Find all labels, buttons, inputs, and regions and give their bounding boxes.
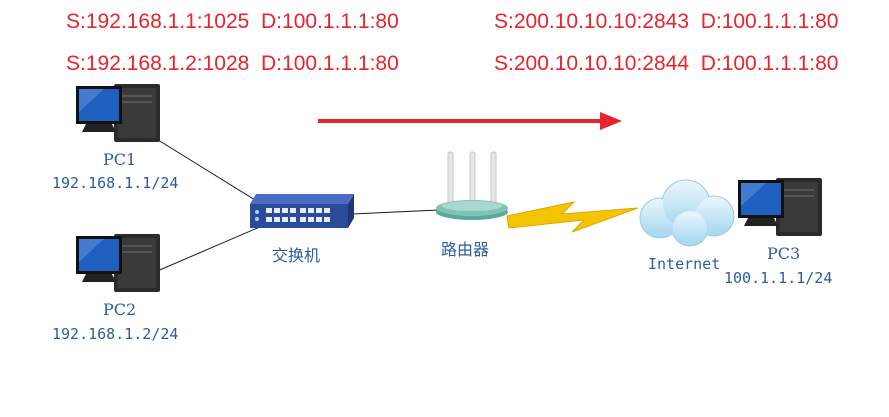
internet-label: Internet (648, 255, 721, 273)
switch-label: 交换机 (272, 246, 321, 265)
wan-bolt-icon (506, 201, 639, 233)
link-pc2-switch (154, 225, 263, 273)
router-label: 路由器 (441, 240, 490, 259)
pc2-device (74, 232, 170, 299)
flow-dest: D:100.1.1.1:80 (261, 52, 399, 75)
desktop-pc-icon (76, 84, 160, 142)
flow-source: S:200.10.10.10:2843 (494, 10, 690, 33)
pc2-name: PC2 (103, 300, 137, 319)
pc3-ip: 100.1.1.1/24 (724, 269, 833, 287)
router-device (434, 150, 510, 227)
desktop-pc-icon (738, 178, 822, 236)
network-switch-icon (250, 194, 354, 228)
flow-source: S:200.10.10.10:2844 (494, 52, 690, 75)
link-pc1-switch (149, 134, 256, 201)
desktop-pc-icon (76, 234, 160, 292)
pc1-name: PC1 (103, 150, 137, 169)
switch-device (248, 192, 356, 237)
internet-cloud (630, 174, 740, 253)
nat-arrow (318, 112, 622, 130)
flow-source: S:192.168.1.1:1025 (66, 10, 250, 33)
flow-right-2: S:200.10.10.10:2844 D:100.1.1.1:80 (494, 52, 838, 76)
flow-source: S:192.168.1.2:1028 (66, 52, 250, 75)
flow-dest: D:100.1.1.1:80 (700, 52, 839, 75)
flow-dest: D:100.1.1.1:80 (700, 10, 839, 33)
pc1-device (74, 82, 170, 149)
flow-left-1: S:192.168.1.1:1025 D:100.1.1.1:80 (66, 10, 399, 34)
flow-right-1: S:200.10.10.10:2843 D:100.1.1.1:80 (494, 10, 838, 34)
pc3-device (736, 176, 832, 243)
cloud-icon (639, 179, 735, 247)
pc3-name: PC3 (767, 244, 801, 263)
flow-left-2: S:192.168.1.2:1028 D:100.1.1.1:80 (66, 52, 399, 76)
pc1-ip: 192.168.1.1/24 (52, 174, 179, 192)
link-switch-router (351, 209, 441, 215)
flow-dest: D:100.1.1.1:80 (261, 10, 399, 33)
pc2-ip: 192.168.1.2/24 (52, 325, 179, 343)
wifi-router-icon (436, 151, 508, 220)
